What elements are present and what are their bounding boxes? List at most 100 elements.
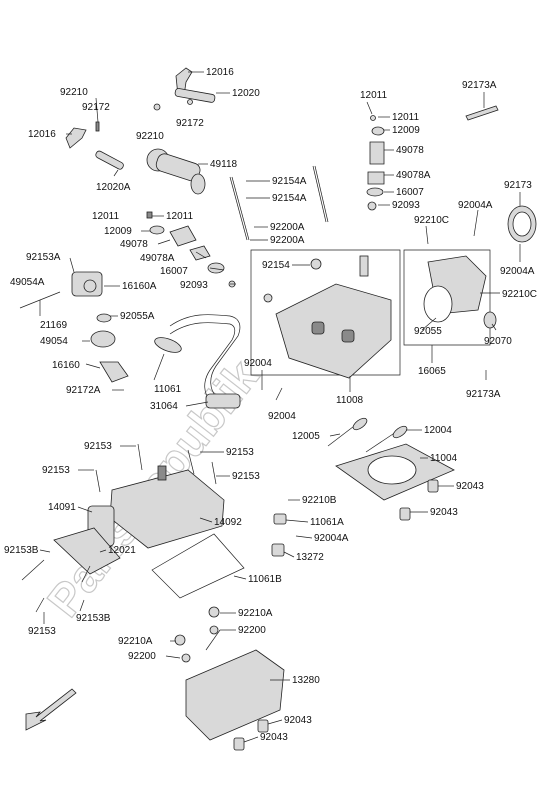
part-label: 92153A xyxy=(26,252,61,263)
part-label: 12020A xyxy=(96,182,131,193)
part-label: 92154A xyxy=(272,193,307,204)
part-label: 49118 xyxy=(210,159,238,170)
part-label: 12009 xyxy=(104,226,132,237)
cover-gasket xyxy=(151,533,245,599)
part-label: 12011 xyxy=(360,90,388,101)
valve-spring-set-right xyxy=(366,115,385,211)
rocker-holder xyxy=(174,606,285,751)
part-label: 92153B xyxy=(76,613,111,624)
part-label: 92153 xyxy=(226,447,254,458)
part-label: 92200A xyxy=(270,222,305,233)
part-label: 49078A xyxy=(396,170,431,181)
dowels-right xyxy=(399,479,439,521)
rocker-arm-upper xyxy=(153,67,216,111)
part-label: 31064 xyxy=(150,401,178,412)
part-label: 12020 xyxy=(232,88,260,99)
part-label: 92210 xyxy=(60,87,88,98)
part-label: 92153 xyxy=(28,626,56,637)
part-label: 92043 xyxy=(260,732,288,743)
part-label: 92154A xyxy=(272,176,307,187)
part-label: 92200 xyxy=(128,651,156,662)
rocker-arm-lower xyxy=(65,121,124,170)
part-label: 11004 xyxy=(430,453,458,464)
part-label: 16160A xyxy=(122,281,157,292)
cylinder-head-group xyxy=(250,249,401,379)
part-label: 92004A xyxy=(458,200,493,211)
part-label: 92093 xyxy=(180,280,208,291)
camshaft xyxy=(146,148,206,195)
part-label: 12011 xyxy=(166,211,194,222)
part-label: 12009 xyxy=(392,125,420,136)
intake-manifold-group xyxy=(403,249,497,346)
part-label: 92210C xyxy=(502,289,537,300)
part-label: 92153B xyxy=(4,545,39,556)
part-label: 92210C xyxy=(414,215,449,226)
part-label: 14092 xyxy=(214,517,242,528)
part-label: 49078 xyxy=(120,239,148,250)
part-label: 12011 xyxy=(392,112,420,123)
part-label: 92200 xyxy=(238,625,266,636)
reed-valve-assembly xyxy=(19,271,129,383)
part-label: 13272 xyxy=(296,552,324,563)
part-label: 49054A xyxy=(10,277,45,288)
part-label: 92210 xyxy=(136,131,164,142)
part-label: 92172 xyxy=(82,102,110,113)
part-label: 92173A xyxy=(462,80,497,91)
part-label: 92055 xyxy=(414,326,442,337)
part-label: 92043 xyxy=(430,507,458,518)
part-label: 12011 xyxy=(92,211,120,222)
part-label: 49054 xyxy=(40,336,68,347)
pushrods xyxy=(229,165,329,241)
center-brackets xyxy=(271,513,287,557)
part-label: 92153 xyxy=(232,471,260,482)
part-label: 92055A xyxy=(120,311,155,322)
head-cover xyxy=(53,465,225,575)
part-label: 92043 xyxy=(456,481,484,492)
part-label: 92093 xyxy=(392,200,420,211)
part-label: 14091 xyxy=(48,502,76,513)
part-label: 92004 xyxy=(244,358,272,369)
part-label: 16007 xyxy=(396,187,424,198)
part-label: 13280 xyxy=(292,675,320,686)
part-label: 92200A xyxy=(270,235,305,246)
part-label: 92154 xyxy=(262,260,290,271)
part-label: 92043 xyxy=(284,715,312,726)
bolts-cover xyxy=(21,443,217,613)
part-label: 12005 xyxy=(292,431,320,442)
part-label: 92173 xyxy=(504,180,532,191)
part-label: 49078 xyxy=(396,145,424,156)
valves xyxy=(327,417,408,453)
part-label: 16007 xyxy=(160,266,188,277)
part-label: 12016 xyxy=(206,67,234,78)
part-label: 11008 xyxy=(336,395,364,406)
part-label: 92153 xyxy=(42,465,70,476)
valve-spring-set-left xyxy=(146,211,236,288)
front-direction-arrow-icon xyxy=(25,688,77,731)
part-label: 12004 xyxy=(424,425,452,436)
part-label: 92210B xyxy=(302,495,337,506)
part-label: 92173A xyxy=(466,389,501,400)
part-label: 92004A xyxy=(314,533,349,544)
part-label: 92070 xyxy=(484,336,512,347)
part-label: 16065 xyxy=(418,366,446,377)
gasket-strip-top xyxy=(465,105,499,121)
part-label: 12016 xyxy=(28,129,56,140)
part-labels: 12016 12020 92210 92172 12016 92210 9217… xyxy=(4,67,537,743)
part-label: 92172A xyxy=(66,385,101,396)
part-label: 21169 xyxy=(40,320,68,331)
part-label: 11061A xyxy=(310,517,344,528)
clamp-ring xyxy=(507,205,537,243)
part-label: 92004 xyxy=(268,411,296,422)
part-label: 92153 xyxy=(84,441,112,452)
part-label: 12021 xyxy=(108,545,136,556)
part-label: 49078A xyxy=(140,253,175,264)
part-label: 16160 xyxy=(52,360,80,371)
air-pipe xyxy=(154,314,241,409)
part-label: 92172 xyxy=(176,118,204,129)
part-label: 11061B xyxy=(248,574,282,585)
part-label: 11061 xyxy=(154,384,182,395)
part-label: 92210A xyxy=(238,608,273,619)
part-label: 92004A xyxy=(500,266,535,277)
